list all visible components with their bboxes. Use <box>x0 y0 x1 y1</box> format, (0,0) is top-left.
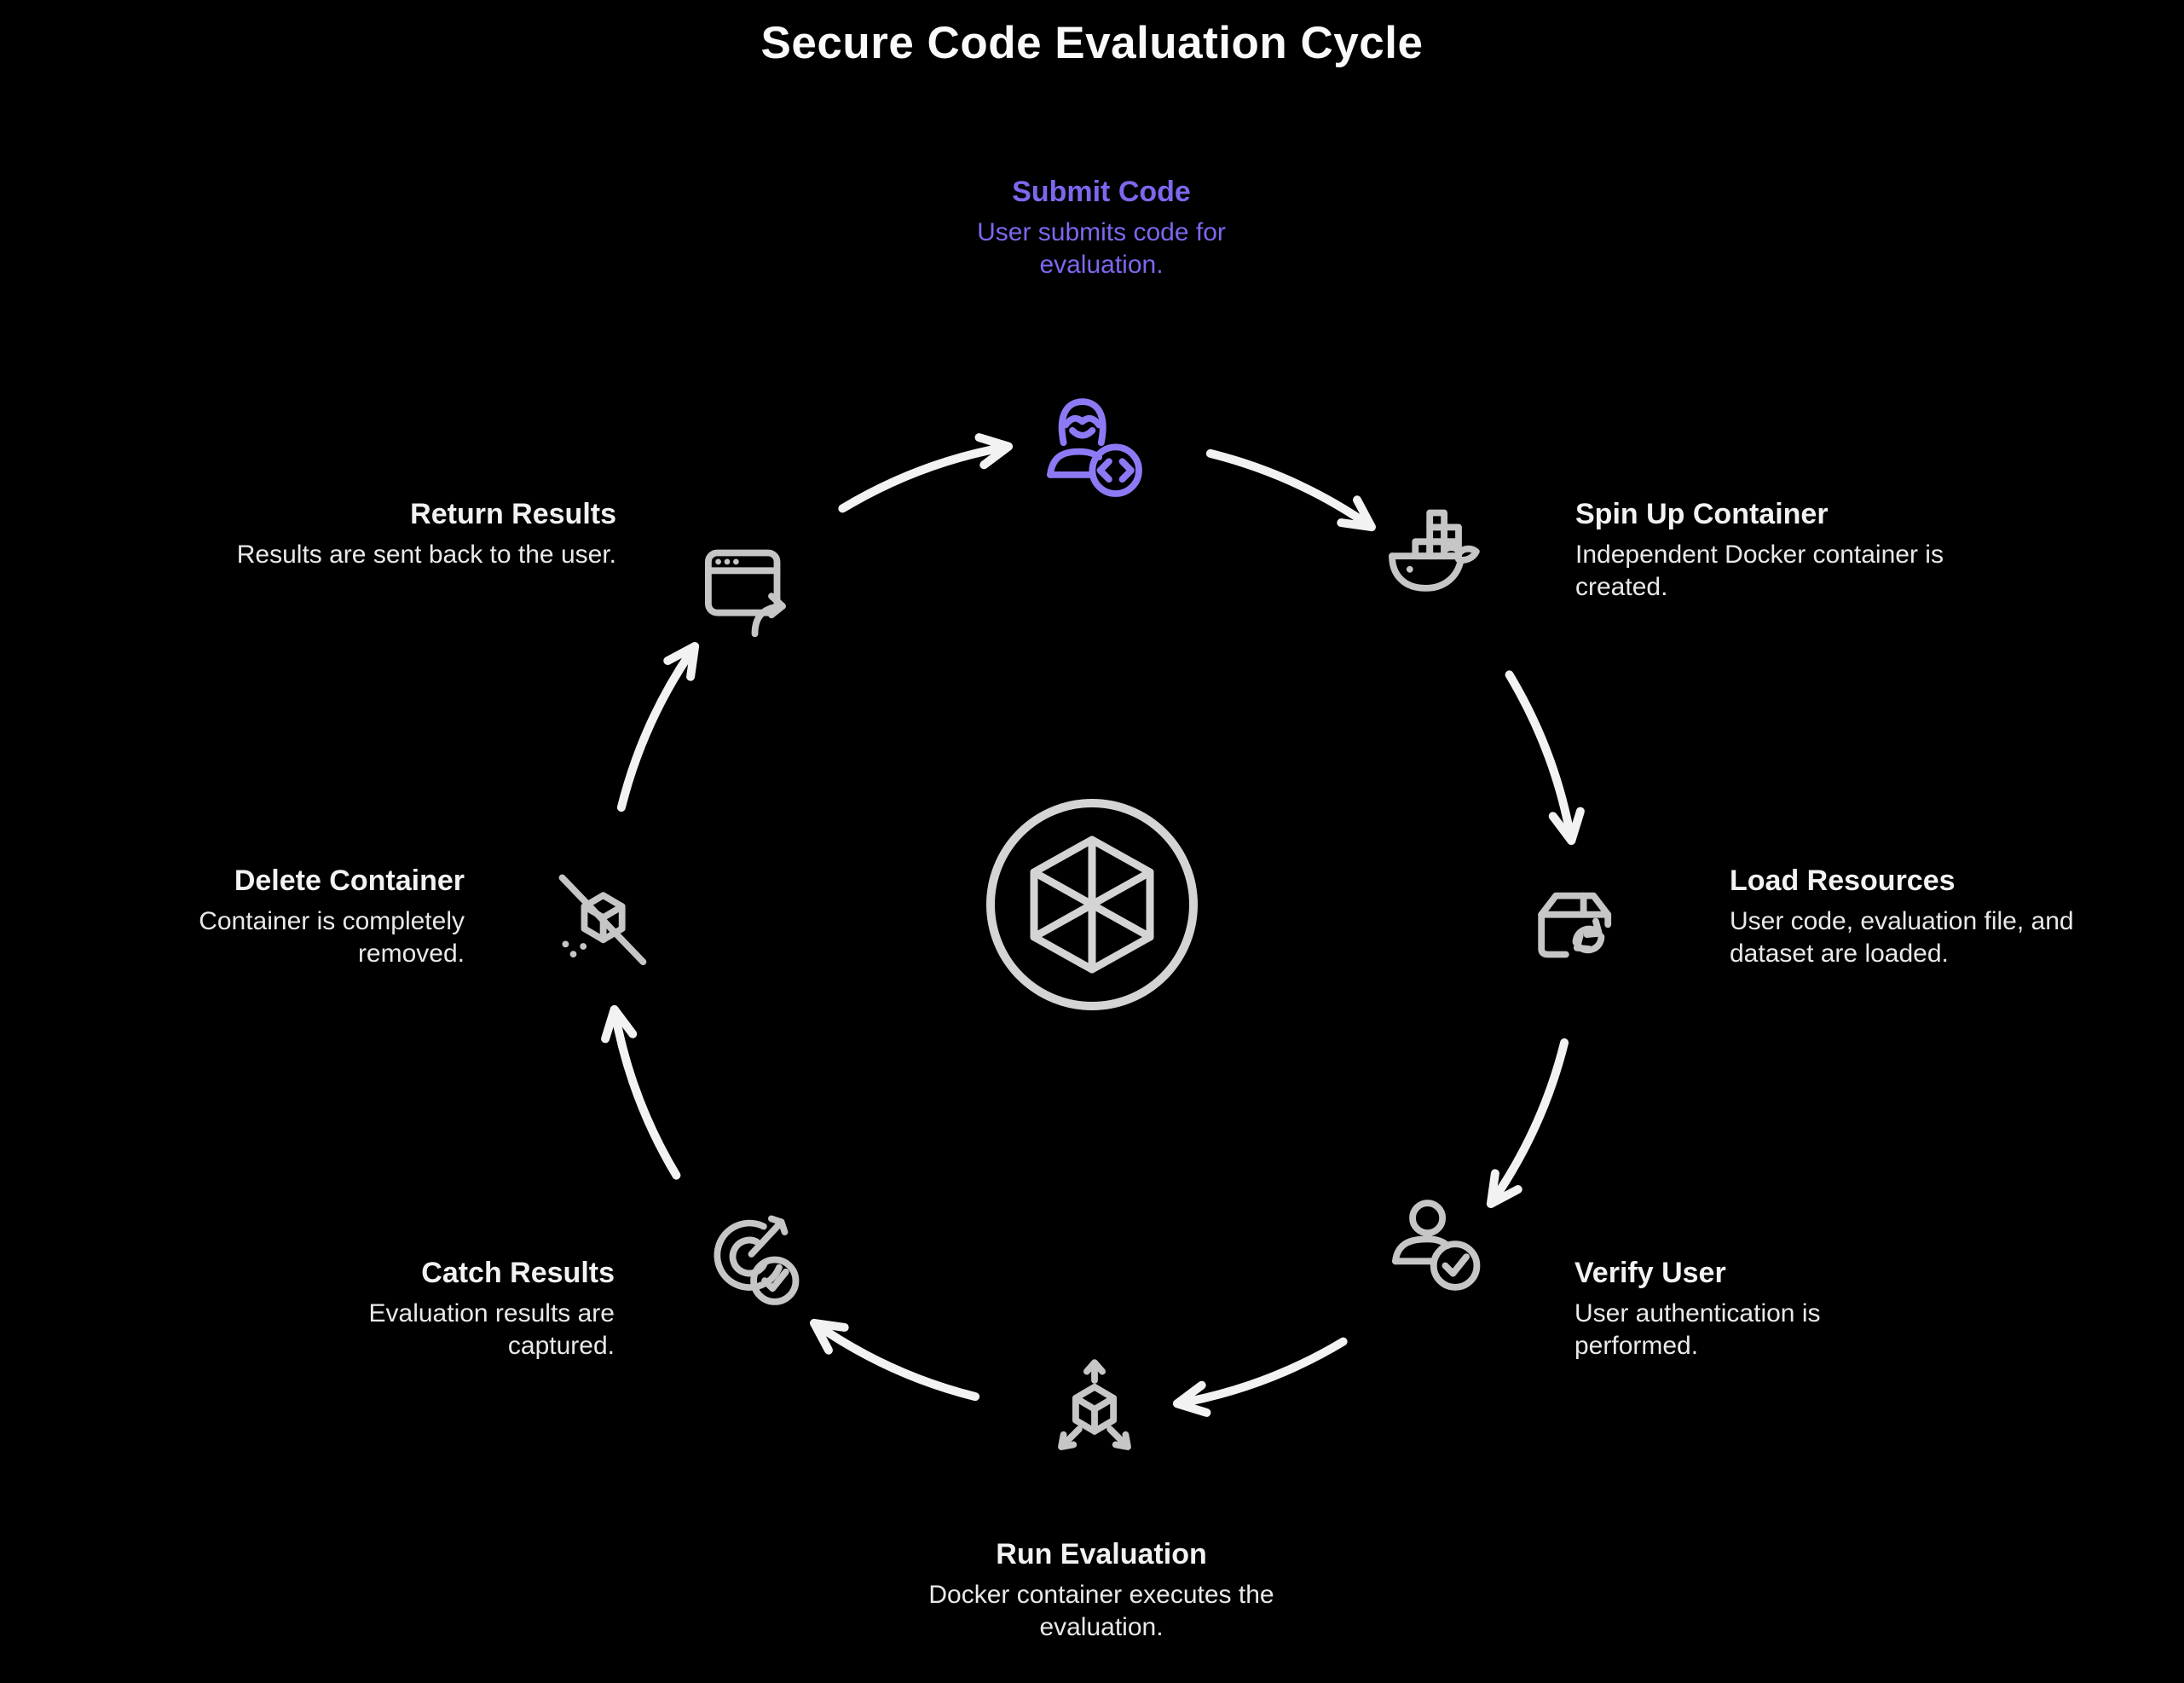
step-description: User code, evaluation file, and dataset … <box>1730 907 2074 968</box>
step-description: User submits code for evaluation. <box>977 218 1226 279</box>
docker-whale-icon <box>1381 507 1492 618</box>
step-delete-container: Delete Container Container is completely… <box>153 864 465 969</box>
center-cube-icon <box>981 794 1203 1015</box>
step-run-evaluation: Run Evaluation Docker container executes… <box>880 1537 1323 1643</box>
step-load-resources: Load Resources User code, evaluation fil… <box>1730 864 2135 969</box>
page-title: Secure Code Evaluation Cycle <box>760 18 1424 68</box>
user-check-icon <box>1381 1194 1492 1304</box>
step-title: Delete Container <box>234 865 465 897</box>
step-spin-up-container: Spin Up Container Independent Docker con… <box>1575 497 1955 603</box>
cube-expand-icon <box>1039 1358 1150 1469</box>
step-title: Load Resources <box>1730 865 1956 897</box>
step-title: Spin Up Container <box>1575 498 1829 530</box>
step-description: Docker container executes the evaluation… <box>928 1581 1274 1641</box>
user-code-icon <box>1039 394 1150 505</box>
step-title: Return Results <box>410 498 616 530</box>
target-check-icon <box>702 1210 812 1321</box>
package-recycle-icon <box>1526 871 1637 982</box>
step-description: Evaluation results are captured. <box>368 1299 615 1360</box>
step-description: Container is completely removed. <box>199 907 465 968</box>
window-return-icon <box>694 536 805 647</box>
step-return-results: Return Results Results are sent back to … <box>233 497 616 571</box>
step-description: Results are sent back to the user. <box>236 541 616 570</box>
step-description: User authentication is performed. <box>1574 1299 1821 1360</box>
step-title: Submit Code <box>1012 176 1191 208</box>
cube-slash-icon <box>546 869 656 980</box>
step-catch-results: Catch Results Evaluation results are cap… <box>316 1256 615 1362</box>
step-title: Catch Results <box>421 1257 615 1289</box>
step-title: Run Evaluation <box>996 1538 1207 1570</box>
step-verify-user: Verify User User authentication is perfo… <box>1574 1256 1877 1362</box>
step-title: Verify User <box>1574 1257 1726 1289</box>
step-submit-code: Submit Code User submits code for evalua… <box>812 175 1391 280</box>
step-description: Independent Docker container is created. <box>1575 541 1944 601</box>
